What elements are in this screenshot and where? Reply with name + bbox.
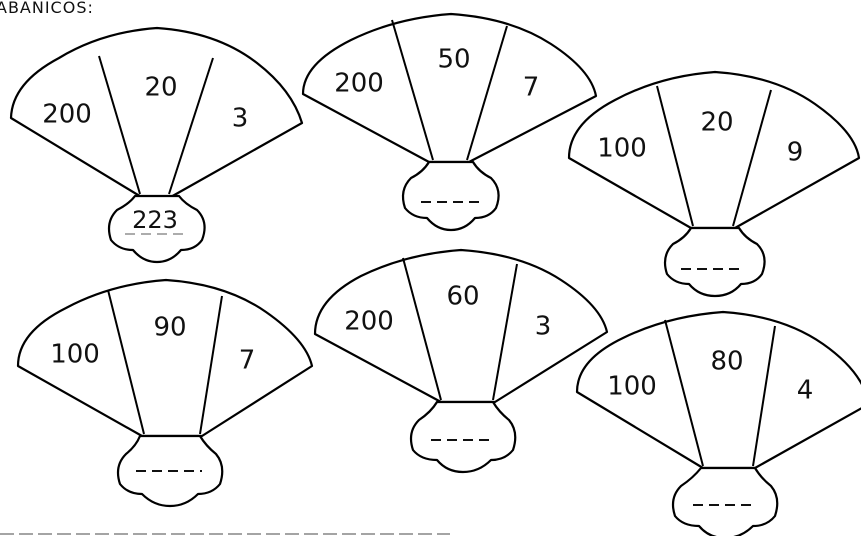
fan-4: 100 90 7 xyxy=(16,278,314,508)
fan-blade-outline xyxy=(301,12,598,164)
fan-section-hundreds: 100 xyxy=(50,340,100,370)
fan-blade-outline xyxy=(313,248,609,404)
fan-divider-right xyxy=(492,263,518,401)
fan-handle-base xyxy=(401,160,500,232)
fan-divider-right xyxy=(168,57,214,195)
fan-divider-left xyxy=(402,257,442,401)
fan-blade-outline xyxy=(16,278,314,438)
fan-divider-left xyxy=(664,319,704,467)
fan-2: 200 50 7 xyxy=(301,12,598,232)
fan-section-hundreds: 100 xyxy=(597,134,647,164)
fan-section-tens: 50 xyxy=(437,45,470,75)
fan-section-tens: 60 xyxy=(446,282,479,312)
fan-divider-right xyxy=(732,89,772,227)
fan-section-tens: 20 xyxy=(144,73,177,103)
fan-section-hundreds: 100 xyxy=(607,372,657,402)
fan-section-units: 7 xyxy=(239,346,256,376)
fan-3: 100 20 9 xyxy=(567,70,861,298)
worksheet-title: ABANICOS: xyxy=(0,0,94,17)
fan-section-tens: 80 xyxy=(710,347,743,377)
fan-divider-right xyxy=(199,295,223,435)
fan-divider-right xyxy=(752,325,776,467)
fan-section-units: 4 xyxy=(797,376,814,406)
fan-handle-base xyxy=(107,194,206,264)
fan-answer: 223 xyxy=(132,206,178,234)
fan-section-units: 7 xyxy=(523,73,540,103)
fan-blade-outline xyxy=(9,26,304,200)
fan-divider-right xyxy=(466,25,508,161)
fan-1: 200 20 3 223 xyxy=(9,26,304,264)
fan-divider-left xyxy=(107,289,145,435)
fan-handle-base xyxy=(663,226,766,298)
fan-handle-base xyxy=(671,466,779,536)
fan-divider-left xyxy=(656,85,694,227)
fan-section-units: 9 xyxy=(787,138,804,168)
fan-section-hundreds: 200 xyxy=(334,69,384,99)
fan-section-units: 3 xyxy=(232,104,249,134)
fan-blade-outline xyxy=(575,310,861,470)
fan-divider-left xyxy=(98,55,141,195)
fan-section-tens: 90 xyxy=(153,313,186,343)
fan-divider-left xyxy=(391,19,434,161)
fan-blade-outline xyxy=(567,70,861,230)
fan-section-hundreds: 200 xyxy=(344,307,394,337)
fan-handle-base xyxy=(409,400,517,474)
fan-section-tens: 20 xyxy=(700,108,733,138)
fan-section-hundreds: 200 xyxy=(42,100,92,130)
fan-6: 100 80 4 xyxy=(575,310,861,536)
fan-5: 200 60 3 xyxy=(313,248,609,474)
fan-section-units: 3 xyxy=(535,312,552,342)
